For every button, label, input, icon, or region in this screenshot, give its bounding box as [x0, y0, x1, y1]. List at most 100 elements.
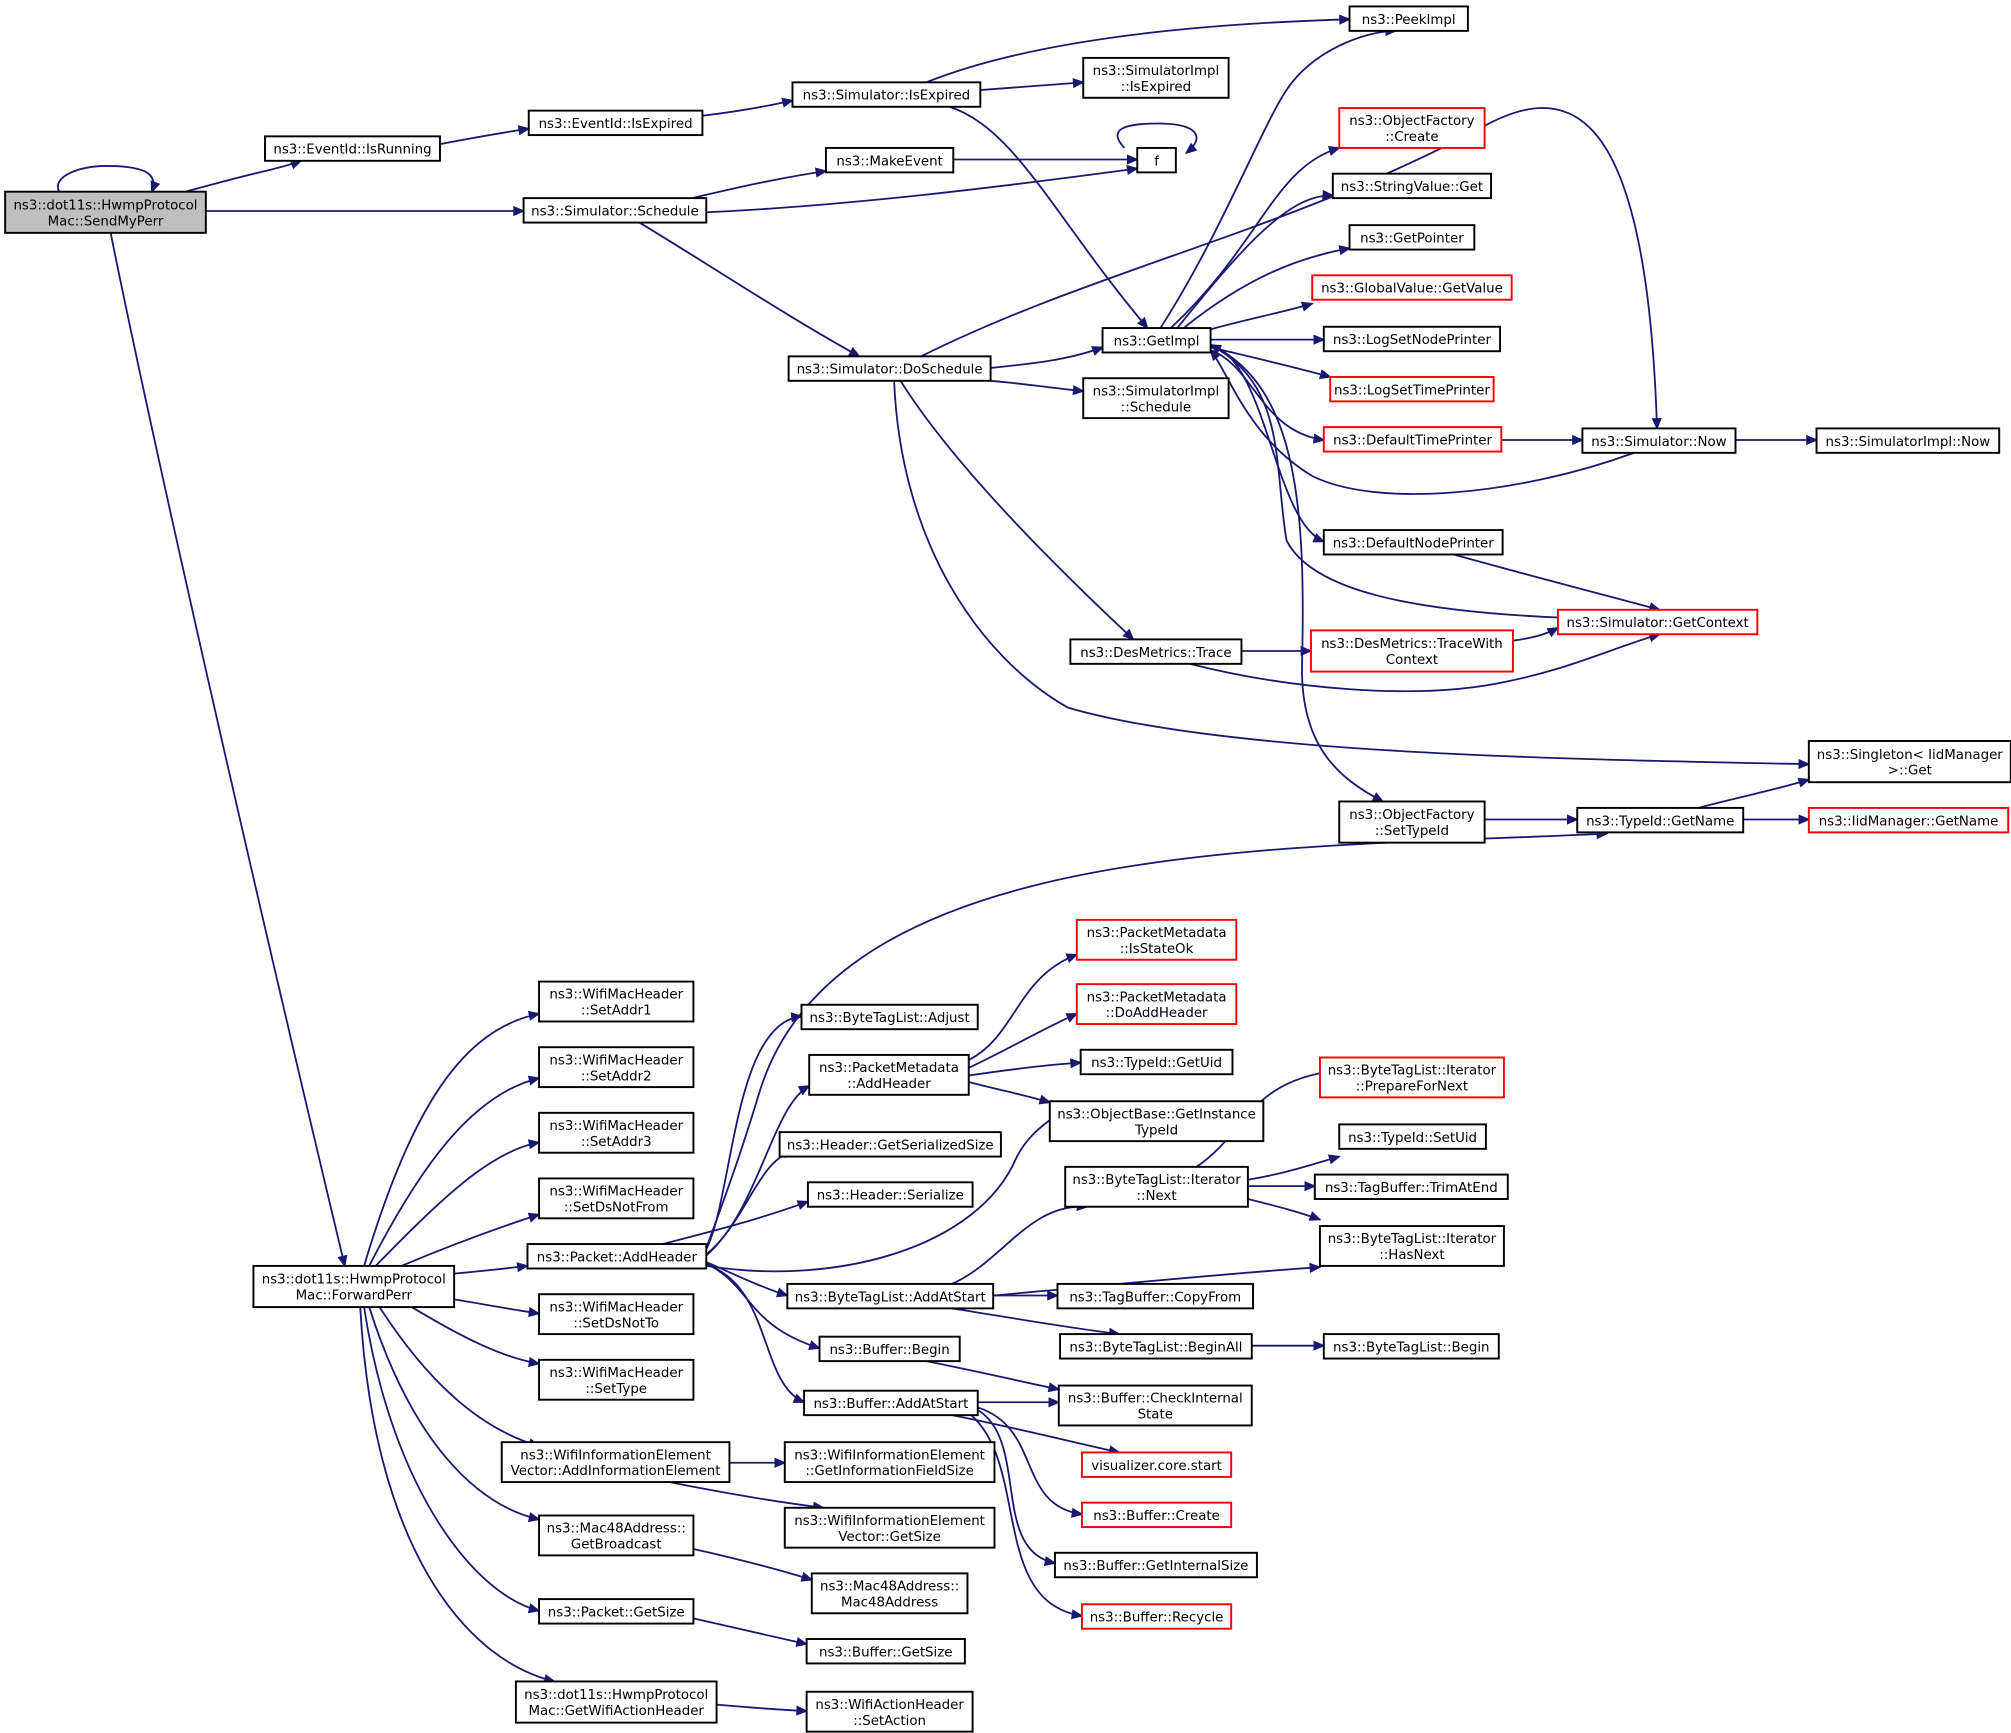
- edge-line: [1159, 29, 1396, 329]
- node-box: [1322, 325, 1502, 353]
- node-label: ns3::ByteTagList::BeginAll: [1069, 1340, 1242, 1355]
- node-string-value-get[interactable]: ns3::StringValue::Get: [1331, 172, 1493, 200]
- node-peek-impl[interactable]: ns3::PeekImpl: [1348, 5, 1469, 32]
- node-wifi-ieget-info-field-size[interactable]: ns3::WifiInformationElement::GetInformat…: [783, 1441, 996, 1484]
- node-tag-buffer-copy-from[interactable]: ns3::TagBuffer::CopyFrom: [1056, 1282, 1255, 1310]
- node-default-time-printer[interactable]: ns3::DefaultTimePrinter: [1322, 426, 1503, 453]
- node-sim-impl-is-expired[interactable]: ns3::SimulatorImpl::IsExpired: [1082, 56, 1230, 99]
- node-f[interactable]: f: [1136, 146, 1177, 174]
- node-label: Mac::ForwardPerr: [296, 1289, 413, 1304]
- node-event-is-expired[interactable]: ns3::EventId::IsExpired: [527, 109, 704, 137]
- node-box: [1322, 1333, 1500, 1360]
- nodes-layer: ns3::dot11s::HwmpProtocolMac::SendMyPerr…: [4, 5, 2011, 1733]
- node-forward-perr[interactable]: ns3::dot11s::HwmpProtocolMac::ForwardPer…: [252, 1264, 456, 1309]
- edge-line: [1210, 343, 1325, 543]
- node-obj-factory-set-type-id[interactable]: ns3::ObjectFactory::SetTypeId: [1338, 800, 1486, 844]
- node-box: [791, 81, 982, 108]
- edge-get-impl-to-string-value-get: [1176, 189, 1335, 329]
- node-do-schedule[interactable]: ns3::Simulator::DoSchedule: [787, 355, 992, 382]
- node-btl-iter-next[interactable]: ns3::ByteTagList::Iterator::Next: [1064, 1165, 1249, 1208]
- node-box: [538, 980, 695, 1023]
- arrowhead-icon: [1072, 78, 1085, 89]
- node-make-event[interactable]: ns3::MakeEvent: [824, 146, 955, 174]
- node-sim-impl-schedule[interactable]: ns3::SimulatorImpl::Schedule: [1082, 377, 1230, 420]
- edge-get-impl-to-default-node-printer: [1210, 343, 1326, 543]
- edge-line: [359, 1307, 555, 1683]
- node-set-addr3[interactable]: ns3::WifiMacHeader::SetAddr3: [538, 1111, 695, 1154]
- node-type-id-set-uid[interactable]: ns3::TypeId::SetUid: [1338, 1123, 1487, 1150]
- node-set-ds-not-from[interactable]: ns3::WifiMacHeader::SetDsNotFrom: [538, 1177, 695, 1220]
- node-set-ds-not-to[interactable]: ns3::WifiMacHeader::SetDsNotTo: [538, 1293, 695, 1336]
- node-header-serialize[interactable]: ns3::Header::Serialize: [806, 1181, 974, 1208]
- node-btl-begin-all[interactable]: ns3::ByteTagList::BeginAll: [1059, 1333, 1253, 1360]
- edge-line: [968, 1061, 1081, 1077]
- node-wifi-action-header-set-action[interactable]: ns3::WifiActionHeader::SetAction: [805, 1690, 974, 1733]
- node-packet-add-header[interactable]: ns3::Packet::AddHeader: [526, 1243, 708, 1270]
- node-set-type[interactable]: ns3::WifiMacHeader::SetType: [538, 1358, 695, 1401]
- edge-line: [706, 167, 1138, 214]
- node-box: [1064, 1165, 1249, 1208]
- node-tag-buffer-trim-at-end[interactable]: ns3::TagBuffer::TrimAtEnd: [1313, 1173, 1509, 1200]
- arrowhead-icon: [1338, 245, 1352, 256]
- node-log-set-time-printer[interactable]: ns3::LogSetTimePrinter: [1329, 375, 1495, 403]
- node-box: [522, 197, 708, 224]
- node-sim-now[interactable]: ns3::Simulator::Now: [1581, 427, 1737, 454]
- node-label: ns3::WifiMacHeader: [549, 988, 683, 1003]
- node-byte-tag-list-add-at-start[interactable]: ns3::ByteTagList::AddAtStart: [786, 1282, 995, 1310]
- node-default-node-printer[interactable]: ns3::DefaultNodePrinter: [1322, 529, 1504, 556]
- node-des-metrics-trace[interactable]: ns3::DesMetrics::Trace: [1069, 638, 1243, 665]
- node-btl-begin[interactable]: ns3::ByteTagList::Begin: [1322, 1333, 1500, 1360]
- arrowhead-icon: [517, 125, 531, 136]
- node-buffer-get-internal-size[interactable]: ns3::Buffer::GetInternalSize: [1053, 1551, 1258, 1579]
- node-visualizer-core-start[interactable]: visualizer.core.start: [1080, 1451, 1233, 1478]
- node-buffer-add-at-start[interactable]: ns3::Buffer::AddAtStart: [803, 1389, 979, 1417]
- edge-line: [363, 1012, 540, 1267]
- node-sim-impl-now[interactable]: ns3::SimulatorImpl::Now: [1815, 427, 2001, 454]
- node-sim-schedule[interactable]: ns3::Simulator::Schedule: [522, 197, 708, 224]
- node-event-is-running[interactable]: ns3::EventId::IsRunning: [264, 135, 441, 162]
- node-box: [1082, 56, 1230, 99]
- node-wifi-ievector-get-size[interactable]: ns3::WifiInformationElementVector::GetSi…: [783, 1506, 996, 1549]
- node-pm-add-header[interactable]: ns3::PacketMetadata::AddHeader: [808, 1053, 970, 1096]
- node-obj-factory-create[interactable]: ns3::ObjectFactory::Create: [1338, 107, 1486, 149]
- node-btl-iter-prepare-for-next[interactable]: ns3::ByteTagList::Iterator::PrepareForNe…: [1318, 1056, 1505, 1099]
- node-set-addr2[interactable]: ns3::WifiMacHeader::SetAddr2: [538, 1046, 695, 1089]
- node-label: ns3::SimulatorImpl::Now: [1826, 435, 1991, 450]
- node-packet-get-size[interactable]: ns3::Packet::GetSize: [538, 1598, 695, 1625]
- node-sim-get-context[interactable]: ns3::Simulator::GetContext: [1556, 608, 1759, 636]
- node-get-impl[interactable]: ns3::GetImpl: [1101, 327, 1212, 354]
- node-log-set-node-printer[interactable]: ns3::LogSetNodePrinter: [1322, 325, 1502, 353]
- node-label: ns3::dot11s::HwmpProtocol: [524, 1688, 708, 1703]
- node-buffer-create[interactable]: ns3::Buffer::Create: [1080, 1501, 1233, 1529]
- node-wifi-ieadd-info[interactable]: ns3::WifiInformationElementVector::AddIn…: [500, 1441, 731, 1484]
- node-get-wifi-action-header[interactable]: ns3::dot11s::HwmpProtocolMac::GetWifiAct…: [514, 1680, 718, 1724]
- node-pm-do-add-header[interactable]: ns3::PacketMetadata::DoAddHeader: [1075, 983, 1238, 1026]
- node-pm-is-state-ok[interactable]: ns3::PacketMetadata::IsStateOk: [1075, 918, 1238, 961]
- node-label: ns3::ByteTagList::Iterator: [1328, 1232, 1497, 1247]
- node-global-value-get-value[interactable]: ns3::GlobalValue::GetValue: [1311, 274, 1513, 301]
- node-get-pointer[interactable]: ns3::GetPointer: [1348, 224, 1476, 251]
- edge-line: [951, 1414, 1120, 1454]
- node-label: ns3::SimulatorImpl: [1093, 384, 1220, 399]
- node-header-get-serialized-size[interactable]: ns3::Header::GetSerializedSize: [778, 1131, 1002, 1158]
- node-buffer-get-size[interactable]: ns3::Buffer::GetSize: [805, 1638, 966, 1665]
- node-byte-tag-list-adjust[interactable]: ns3::ByteTagList::Adjust: [800, 1003, 979, 1031]
- node-label: ns3::DesMetrics::TraceWith: [1321, 637, 1503, 652]
- node-get-broadcast[interactable]: ns3::Mac48Address::GetBroadcast: [538, 1514, 695, 1557]
- node-buffer-begin[interactable]: ns3::Buffer::Begin: [818, 1335, 961, 1363]
- edge-buffer-add-at-start-to-buffer-get-internal-size: [977, 1409, 1057, 1567]
- node-set-addr1[interactable]: ns3::WifiMacHeader::SetAddr1: [538, 980, 695, 1023]
- arrowhead-icon: [847, 346, 861, 358]
- node-singleton-get[interactable]: ns3::Singleton< IidManager >::Get: [1807, 740, 2011, 784]
- node-iid-manager-get-name[interactable]: ns3::IidManager::GetName: [1807, 806, 2010, 834]
- node-mac48-address[interactable]: ns3::Mac48Address::Mac48Address: [810, 1572, 969, 1615]
- node-buffer-recycle[interactable]: ns3::Buffer::Recycle: [1080, 1603, 1233, 1630]
- node-type-id-get-name[interactable]: ns3::TypeId::GetName: [1576, 806, 1745, 834]
- node-type-id-get-uid[interactable]: ns3::TypeId::GetUid: [1079, 1048, 1234, 1076]
- node-btl-iter-has-next[interactable]: ns3::ByteTagList::Iterator::HasNext: [1318, 1225, 1505, 1267]
- node-sim-is-expired[interactable]: ns3::Simulator::IsExpired: [791, 81, 982, 108]
